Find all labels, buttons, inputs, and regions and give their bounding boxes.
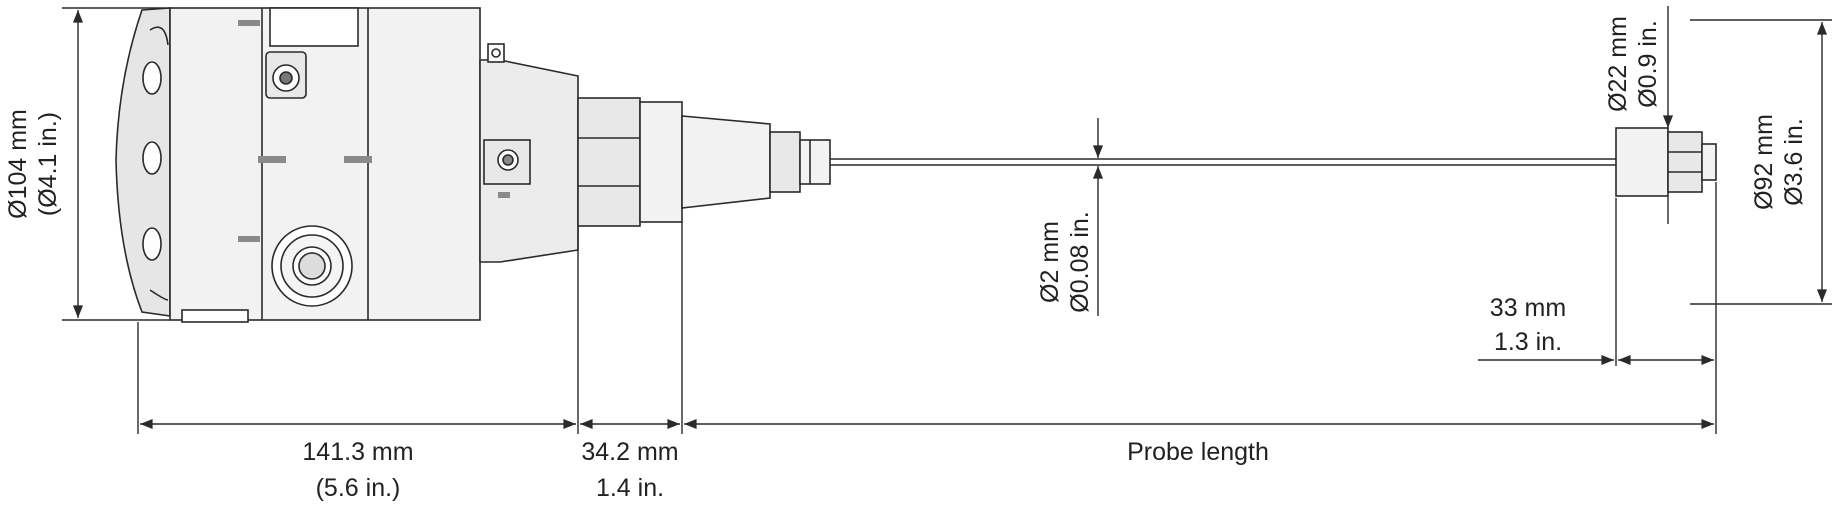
- fitting-len-mm-label: 34.2 mm: [581, 438, 678, 466]
- tip-end: [1701, 143, 1717, 181]
- compression-tip: [799, 139, 831, 185]
- gland-3: [142, 227, 162, 261]
- housing-dia-mm-label: Ø104 mm: [4, 109, 32, 219]
- gland-1: [142, 61, 162, 95]
- housing-window: [269, 7, 359, 47]
- tip-len-in-label: 1.3 in.: [1494, 328, 1562, 356]
- process-fitting: [577, 97, 831, 227]
- dimension-labels: Ø104 mm (Ø4.1 in.) 141.3 mm (5.6 in.) 34…: [4, 16, 1808, 502]
- housing-len-in-label: (5.6 in.): [316, 474, 401, 502]
- gland-2: [142, 141, 162, 175]
- compression-nut: [769, 131, 801, 193]
- dimension-lines: [62, 6, 1832, 434]
- tip-len-mm-label: 33 mm: [1490, 294, 1566, 322]
- disc-dia-mm-label: Ø92 mm: [1750, 114, 1778, 210]
- tip-dia-in-label: Ø0.9 in.: [1634, 20, 1662, 108]
- rod-dia-in-label: Ø0.08 in.: [1066, 211, 1094, 312]
- fitting-taper: [681, 115, 771, 209]
- tip-dia-mm-label: Ø22 mm: [1604, 16, 1632, 112]
- hex-nut: [577, 97, 641, 227]
- probe-tip: [1615, 127, 1717, 197]
- housing-len-mm-label: 141.3 mm: [302, 438, 413, 466]
- tip-sleeve: [1615, 127, 1669, 197]
- disc-dia-in-label: Ø3.6 in.: [1780, 118, 1808, 206]
- rod-dia-mm-label: Ø2 mm: [1036, 221, 1064, 303]
- housing: [115, 7, 579, 323]
- fitting-collar: [639, 101, 683, 223]
- tip-nut: [1667, 131, 1703, 193]
- probe-length-label: Probe length: [1127, 438, 1269, 466]
- housing-dia-in-label: (Ø4.1 in.): [34, 112, 62, 216]
- probe-rod: [830, 158, 1616, 166]
- fitting-len-in-label: 1.4 in.: [596, 474, 664, 502]
